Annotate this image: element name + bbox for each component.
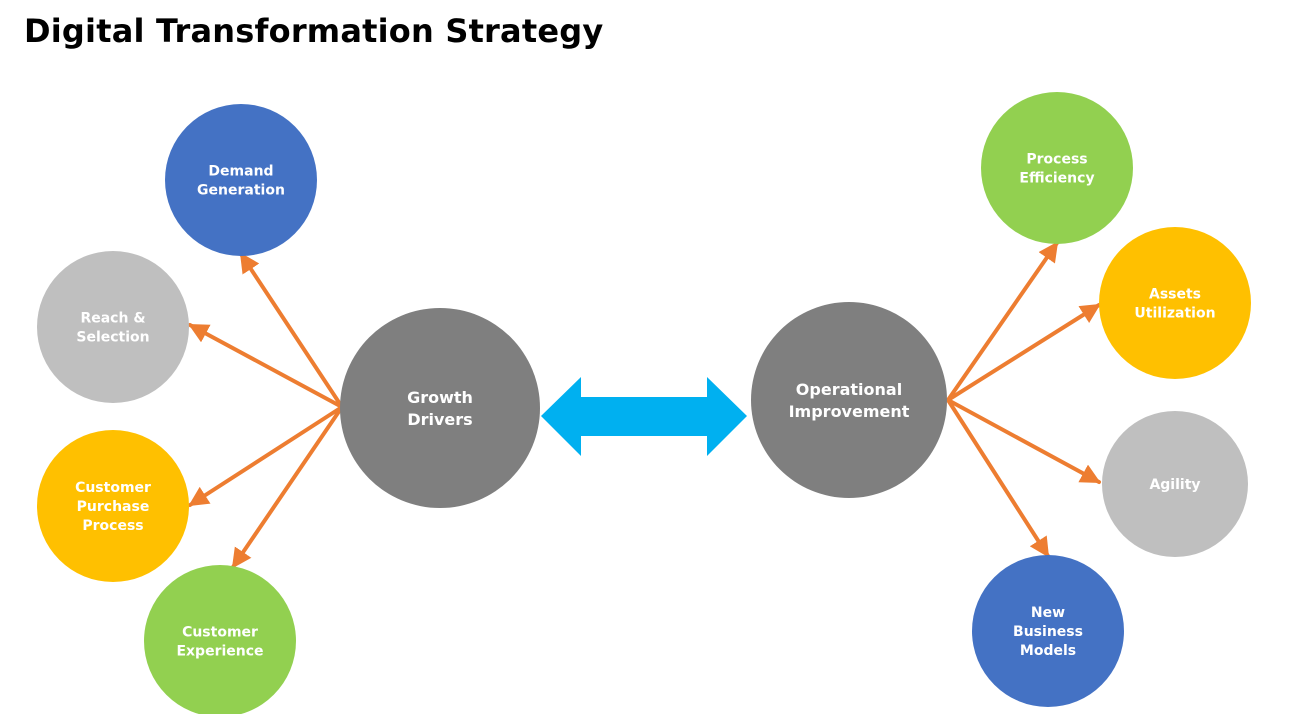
connector-arrow-customer-purchase-process xyxy=(188,405,344,507)
hub-operational-improvement-label-line: Improvement xyxy=(789,402,910,421)
node-assets-utilization-label-line: Utilization xyxy=(1134,306,1215,322)
node-agility-label-line: Agility xyxy=(1149,477,1200,493)
node-reach-selection-label-line: Reach & xyxy=(80,311,145,327)
page-title: Digital Transformation Strategy xyxy=(24,12,604,50)
connector-arrow-customer-experience xyxy=(231,405,344,569)
node-agility: Agility xyxy=(1102,411,1248,557)
node-circle xyxy=(165,104,317,256)
connector-arrow-process-efficiency xyxy=(946,241,1059,402)
node-process-efficiency-label-line: Efficiency xyxy=(1019,171,1094,187)
node-customer-purchase-process-label-line: Process xyxy=(82,518,143,534)
node-demand-generation-label-line: Generation xyxy=(197,183,285,199)
node-assets-utilization-label-line: Assets xyxy=(1149,287,1201,303)
hub-growth-drivers-label-line: Drivers xyxy=(407,410,472,429)
connector-arrow-agility xyxy=(946,398,1101,484)
hub-operational-improvement-label-line: Operational xyxy=(796,380,902,399)
node-reach-selection-label-line: Selection xyxy=(76,330,149,346)
node-circle xyxy=(37,251,189,403)
connector-arrow-reach-selection xyxy=(188,323,344,409)
node-customer-experience-label-line: Customer xyxy=(182,625,258,641)
node-circle xyxy=(37,430,189,582)
connector-arrow-assets-utilization xyxy=(946,303,1101,402)
node-reach-selection: Reach & Selection xyxy=(37,251,189,403)
node-circle xyxy=(1102,411,1248,557)
node-demand-generation-label-line: Demand xyxy=(208,164,273,180)
connector-arrow-new-business-models xyxy=(946,398,1050,558)
node-process-efficiency-label-line: Process xyxy=(1026,152,1087,168)
node-new-business-models-label-line: Models xyxy=(1020,643,1076,659)
hub-growth-drivers-circle xyxy=(340,308,540,508)
node-customer-purchase-process-label-line: Customer xyxy=(75,480,151,496)
node-circle xyxy=(1099,227,1251,379)
node-customer-experience-label-line: Experience xyxy=(176,644,263,660)
node-circle xyxy=(981,92,1133,244)
connector-arrow-demand-generation xyxy=(239,252,344,409)
node-circle xyxy=(972,555,1124,707)
double-arrow-icon xyxy=(541,377,747,456)
hub-operational-improvement-circle xyxy=(751,302,947,498)
hub-growth-drivers-label-line: Growth xyxy=(407,388,473,407)
node-circle xyxy=(144,565,296,714)
node-customer-purchase-process-label-line: Purchase xyxy=(77,499,150,515)
node-new-business-models-label-line: Business xyxy=(1013,624,1083,640)
node-new-business-models-label-line: New xyxy=(1031,605,1065,621)
